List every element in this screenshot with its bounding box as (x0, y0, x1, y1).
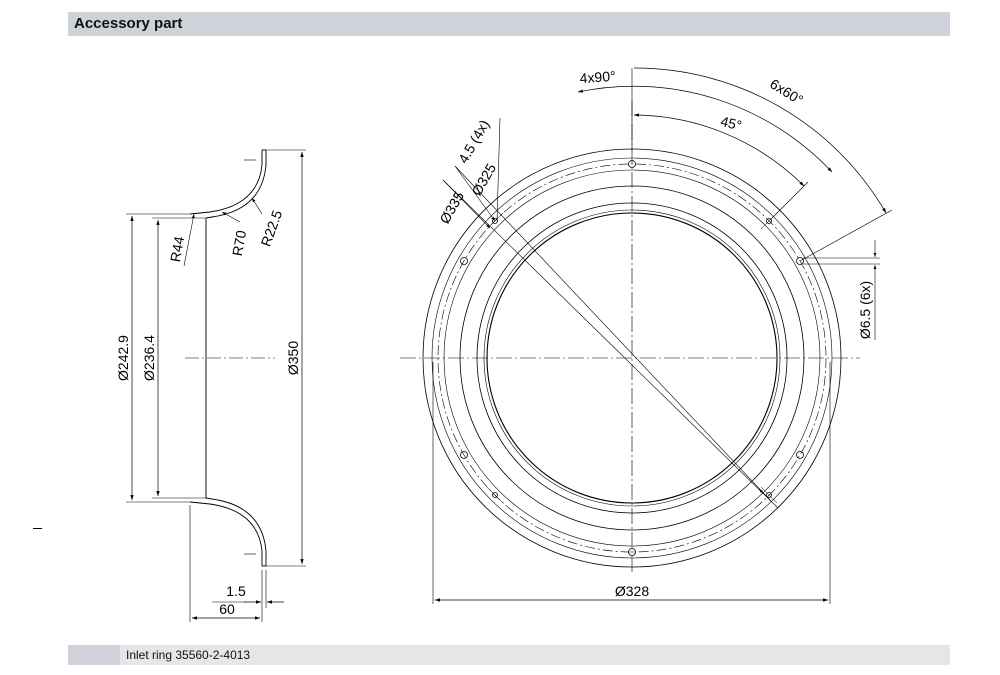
leader-4-5 (496, 117, 501, 222)
header-bar: Accessory part (68, 12, 950, 36)
ring-profile-top-inner (205, 150, 267, 219)
label-d-6-5: Ø6.5 (6x) (857, 281, 873, 339)
ring-profile-top (189, 150, 263, 215)
label-d-328: Ø328 (615, 583, 649, 599)
leader-r44 (183, 213, 195, 267)
hole-4x-2 (766, 492, 772, 498)
hole-4x-1 (766, 218, 772, 224)
label-d-325: Ø325 (468, 160, 499, 198)
hole-6x-2 (796, 257, 804, 265)
side-view (126, 149, 306, 622)
front-view (400, 67, 893, 604)
arc-6x60 (633, 67, 887, 214)
hole-6x-6 (460, 257, 468, 265)
leader-d-325 (454, 165, 771, 501)
leader-r22-5 (251, 197, 263, 215)
flange-ring (459, 185, 805, 531)
arc-45 (633, 113, 805, 187)
footer-label: Inlet ring 35560-2-4013 (126, 648, 251, 662)
bell-ring-inner (486, 212, 778, 504)
label-45: 45° (719, 113, 743, 134)
hole-6x-4 (628, 548, 636, 556)
margin-mark (33, 528, 42, 529)
side-view-labels: Ø242.9 Ø236.4 Ø350 R44 R70 R22.5 1.5 60 (115, 208, 301, 617)
label-d-242-9: Ø242.9 (115, 335, 131, 381)
label-d-350: Ø350 (285, 341, 301, 375)
label-r70: R70 (229, 229, 249, 257)
leader-d-335 (442, 179, 779, 509)
label-r44: R44 (167, 235, 187, 263)
hole-6x-5 (460, 451, 468, 459)
label-d-236-4: Ø236.4 (141, 335, 157, 381)
label-4x90: 4x90° (579, 68, 616, 86)
arc-4x90 (577, 85, 833, 173)
front-view-labels: 4x90° 6x60° 45° 4.5 (4x) Ø325 Ø335 Ø6.5 … (436, 68, 873, 599)
ring-profile-bottom (189, 501, 263, 566)
label-d-335: Ø335 (436, 188, 467, 226)
label-60: 60 (219, 601, 235, 617)
ring-profile-bottom-inner (205, 497, 267, 566)
hole-6x-3 (796, 451, 804, 459)
bell-ring-mid (483, 209, 781, 507)
footer-bar: Inlet ring 35560-2-4013 (68, 645, 950, 665)
label-r22-5: R22.5 (257, 208, 285, 249)
label-4-5: 4.5 (4x) (455, 117, 493, 166)
header-title: Accessory part (74, 15, 183, 32)
leader-r70 (221, 211, 241, 223)
footer-swatch (68, 645, 120, 665)
hole-4x-4 (492, 218, 498, 224)
label-1-5: 1.5 (226, 583, 246, 599)
bell-ring-outer (476, 202, 788, 514)
hole-4x-3 (492, 492, 498, 498)
